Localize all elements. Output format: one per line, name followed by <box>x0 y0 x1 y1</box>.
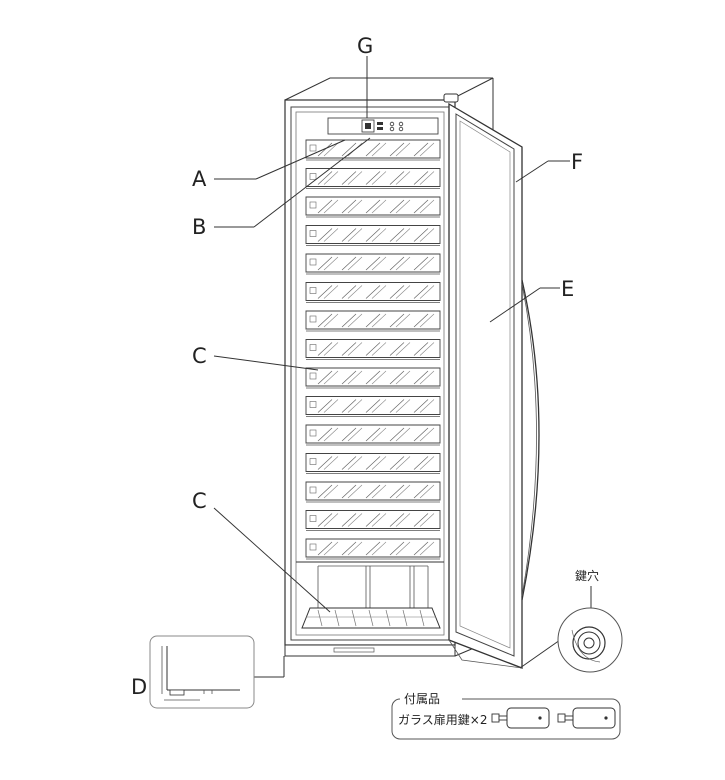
bottom-compartment <box>296 561 444 629</box>
shelf <box>305 481 441 503</box>
detail-d-inset <box>149 635 255 709</box>
keyhole-detail: 鍵穴 <box>557 568 623 673</box>
shelf <box>305 367 441 389</box>
shelf <box>305 310 441 332</box>
label-e: E <box>561 277 574 301</box>
shelf <box>305 253 441 275</box>
shelf <box>305 538 441 560</box>
shelf <box>305 339 441 360</box>
keyhole-label: 鍵穴 <box>575 568 599 583</box>
label-c-bottom-shelf: C <box>192 489 207 513</box>
wine-shelves <box>305 139 441 560</box>
shelf <box>305 168 441 189</box>
shelf <box>305 225 441 246</box>
label-a: A <box>192 167 207 191</box>
key-icon <box>557 707 616 729</box>
shelf <box>305 453 441 474</box>
accessories-title: 付属品 <box>404 692 440 706</box>
shelf <box>305 282 441 303</box>
shelf <box>305 510 441 531</box>
shelf <box>305 396 441 417</box>
glass-door <box>448 102 540 669</box>
shelf <box>305 424 441 446</box>
accessories-box: 付属品 ガラス扉用鍵×2 <box>391 691 621 740</box>
label-d: D <box>131 675 147 699</box>
shelf <box>305 139 441 161</box>
label-c-shelf: C <box>192 344 207 368</box>
key-icon <box>491 707 550 729</box>
leader-lines <box>213 56 570 678</box>
shelf <box>305 196 441 218</box>
control-panel <box>327 117 439 135</box>
label-f: F <box>571 150 583 174</box>
label-g: G <box>357 34 373 58</box>
accessories-item: ガラス扉用鍵×2 <box>398 712 487 727</box>
label-b: B <box>192 215 206 239</box>
